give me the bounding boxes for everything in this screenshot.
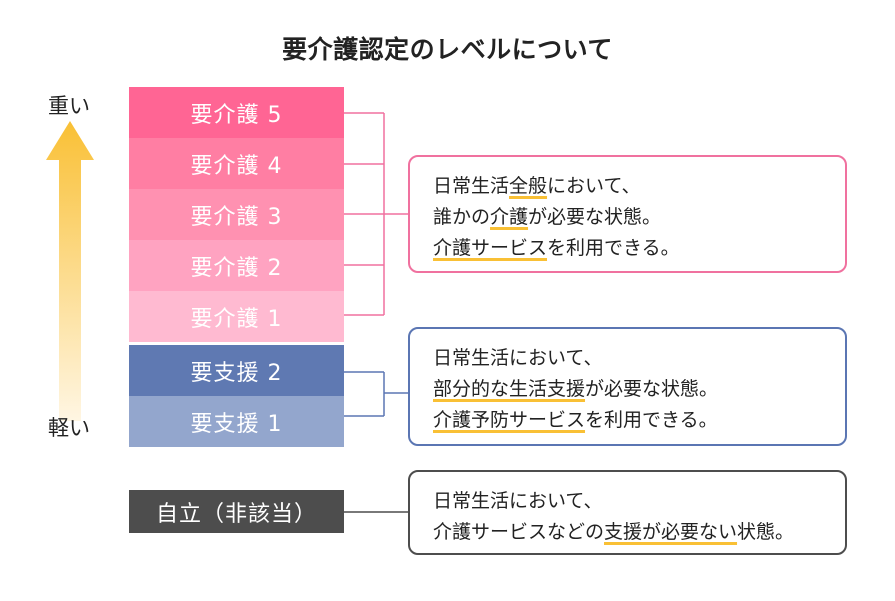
- highlighted-text: 部分的な生活支援: [433, 378, 586, 400]
- description-text: 日常生活において、: [433, 490, 603, 512]
- description-text: 状態。: [737, 521, 795, 543]
- highlighted-text: 介護サービス: [433, 237, 548, 259]
- description-line: 介護サービスなどの支援が必要ない状態。: [433, 517, 845, 548]
- description-text: 介護サービスなどの: [433, 521, 605, 543]
- heavy-label: 重い: [48, 94, 90, 118]
- level-care-1: 要介護 1: [129, 291, 344, 342]
- level-care-3: 要介護 3: [129, 189, 344, 240]
- level-care-2: 要介護 2: [129, 240, 344, 291]
- severity-arrow-icon: [46, 121, 94, 421]
- care-bracket: [344, 112, 408, 316]
- description-line: 誰かの介護が必要な状態。: [433, 202, 845, 233]
- level-support-1: 要支援 1: [129, 396, 344, 447]
- description-text: を利用できる。: [585, 409, 718, 431]
- description-text: 日常生活: [433, 175, 510, 197]
- support-description-box: 日常生活において、部分的な生活支援が必要な状態。介護予防サービスを利用できる。: [408, 327, 847, 446]
- level-care-5: 要介護 5: [129, 87, 344, 138]
- level-support-2: 要支援 2: [129, 345, 344, 396]
- description-line: 日常生活において、: [433, 486, 845, 517]
- description-text: 誰かの: [433, 206, 491, 228]
- description-text: において、: [547, 175, 641, 197]
- highlighted-text: 支援が必要ない: [604, 521, 738, 543]
- description-text: が必要な状態。: [528, 206, 662, 228]
- description-line: 介護サービスを利用できる。: [433, 233, 845, 264]
- description-text: を利用できる。: [547, 237, 680, 259]
- highlighted-text: 介護予防サービス: [433, 409, 586, 431]
- diagram-title: 要介護認定のレベルについて: [282, 35, 613, 64]
- description-text: が必要な状態。: [585, 378, 719, 400]
- level-stack: 要介護 5 要介護 4 要介護 3 要介護 2 要介護 1 要支援 2 要支援 …: [129, 87, 344, 447]
- description-line: 介護予防サービスを利用できる。: [433, 405, 845, 436]
- support-bracket: [344, 371, 408, 417]
- description-line: 日常生活全般において、: [433, 171, 845, 202]
- care-description-box: 日常生活全般において、誰かの介護が必要な状態。介護サービスを利用できる。: [408, 155, 847, 273]
- description-text: 日常生活において、: [433, 347, 603, 369]
- highlighted-text: 全般: [509, 175, 548, 197]
- highlighted-text: 介護: [490, 206, 529, 228]
- light-label: 軽い: [48, 416, 90, 440]
- description-line: 日常生活において、: [433, 343, 845, 374]
- level-independent: 自立（非該当）: [129, 490, 344, 533]
- description-line: 部分的な生活支援が必要な状態。: [433, 374, 845, 405]
- independent-description-box: 日常生活において、介護サービスなどの支援が必要ない状態。: [408, 470, 847, 555]
- level-care-4: 要介護 4: [129, 138, 344, 189]
